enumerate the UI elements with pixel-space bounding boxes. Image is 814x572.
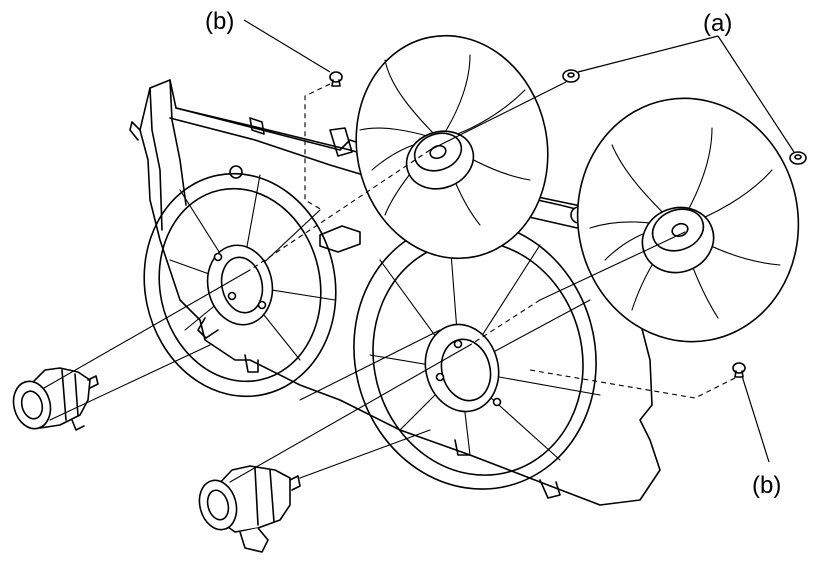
fan-motor-left <box>12 367 99 431</box>
nut-a-right <box>789 151 807 165</box>
label-b-top-left: (b) <box>205 8 234 35</box>
label-b-bottom-right: (b) <box>752 472 781 499</box>
fan-blade-right <box>576 97 800 343</box>
label-a-top-right: (a) <box>703 10 732 37</box>
right-motor-mount-ring <box>424 323 502 413</box>
fan-blade-left <box>355 34 549 260</box>
bolt-b-top <box>329 71 343 87</box>
bolt-b-bottom <box>732 362 746 378</box>
left-motor-mount-ring <box>206 244 274 326</box>
fan-motor-right <box>198 465 301 553</box>
left-shroud-opening <box>143 172 337 398</box>
leader-lines <box>243 19 795 463</box>
assembly-lines <box>43 81 736 483</box>
nut-a-left <box>562 69 580 83</box>
